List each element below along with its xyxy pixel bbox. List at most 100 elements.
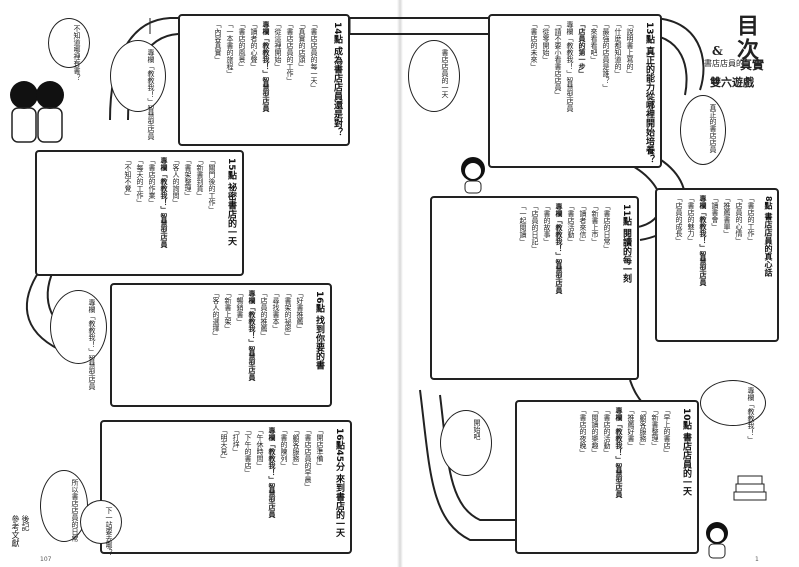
toc-entry: 「店員的第一步」 <box>578 21 586 77</box>
toc-entry: 「讀書會」 <box>711 195 719 230</box>
chapter-panel-10: 10點 書店店員的一天 「早上的書店」 「新書整理」 「顧客服務」 「推薦好書」… <box>515 400 699 554</box>
toc-entry: 「尋找書本」 <box>272 290 280 332</box>
toc-entry: 「書店的日常」 <box>603 203 611 252</box>
toc-entry: 「從零開始」 <box>542 21 550 63</box>
toc-entry: 「書店的作業」 <box>148 157 156 206</box>
toc-entry: 「推薦好書」 <box>627 407 635 449</box>
toc-entry: 「顧客服務」 <box>639 407 647 449</box>
toc-entry: 「不知不覺」 <box>124 157 132 199</box>
toc-entry: 「請不要小看書店店員」 <box>554 21 562 98</box>
book-spine <box>397 0 403 567</box>
chapter-panel-8: 8點 書店店員的真心話 「書店的工作」 「店員的心情」 「推薦書單」 「讀書會」… <box>655 188 779 342</box>
toc-entry: 「一本書的旅程」 <box>226 21 234 77</box>
toc-entry: 「明天見」 <box>220 427 228 462</box>
toc-entry: 「書架的祕密」 <box>284 290 292 339</box>
toc-entry: 「內容真實」 <box>214 21 222 63</box>
toc-entry: 「閱讀的樂趣」 <box>591 407 599 456</box>
page-number-left: 107 <box>40 556 52 563</box>
toc-entry: 「書店的活動」 <box>603 407 611 456</box>
toc-title: 目次 <box>733 14 759 62</box>
toc-entry: 「開店準備」 <box>316 427 324 469</box>
panel-title: 11點 閱讀的每一刻 <box>621 204 631 283</box>
toc-entry: 「書店的夜晚」 <box>579 407 587 456</box>
toc-entry: 「早上的書店」 <box>663 407 671 456</box>
toc-entry: 「客人的選擇」 <box>212 290 220 339</box>
toc-entry: 專欄「教教我！」智慧型店員 <box>248 290 256 381</box>
toc-entry: 「下午的書店」 <box>244 427 252 476</box>
speech-bubble: 開始吧 <box>440 410 492 476</box>
toc-entry: 「每天的工作」 <box>136 157 144 206</box>
toc-entry: 「書的故事」 <box>543 203 551 245</box>
panel-title: 16點45分 來到書店的一天 <box>334 428 344 538</box>
toc-entry: 「書架整理」 <box>184 157 192 199</box>
toc-entry: 專欄「教教我！」智慧型店員 <box>615 407 623 498</box>
speech-bubble: 所以書店店員的日常 <box>40 470 88 542</box>
toc-entry: 「書店的魅力」 <box>687 195 695 244</box>
chapter-panel-15: 15點 祕密書店的一天 「關門後的工作」 「新書到貨」 「書架整理」 「客人的詢… <box>35 150 244 276</box>
books-stack-icon <box>733 475 767 501</box>
toc-entry: 「什麼都知道的」 <box>614 21 622 77</box>
toc-entry: 「最強的店員是誰？」 <box>602 21 610 91</box>
toc-entry: 「店員的日記」 <box>531 203 539 252</box>
chapter-panel-16a: 16點 找到你要的書 「好書推薦」 「書架的祕密」 「尋找書本」 「店員的推薦」… <box>110 283 332 407</box>
toc-entry: 「新書上架」 <box>224 290 232 332</box>
toc-entry: 「一起閱讀」 <box>519 203 527 245</box>
toc-entry: 「書店活動」 <box>567 203 575 245</box>
toc-entry: 「書店的未來」 <box>530 21 538 70</box>
panel-title: 8點 書店店員的真心話 <box>764 196 773 277</box>
afterword-entry: 後記 <box>21 515 30 531</box>
toc-entry: 「讀者來信」 <box>579 203 587 245</box>
toc-entry: 「真實的店頭」 <box>298 21 306 70</box>
toc-entry: 「顧客服務」 <box>292 427 300 469</box>
references-entry: 參考文獻 <box>11 515 20 547</box>
page-number-right: 1 <box>755 556 759 563</box>
toc-entry: 「新書到貨」 <box>196 157 204 199</box>
toc-entry: 專欄「教教我！」智慧型店員 <box>555 203 563 294</box>
chapter-panel-13: 13點 真正的能力從哪裡開始培養？ 「說明書上寫的」 「什麼都知道的」 「最強的… <box>488 14 662 168</box>
panel-title: 16點 找到你要的書 <box>314 291 324 370</box>
chapter-panel-14: 14點 成為書店店員還是對？ 「書店店員的每一天」 「真實的店頭」 「書店店員的… <box>178 14 350 146</box>
toc-entry: 專欄「教教我！」智慧型店員 <box>268 427 276 518</box>
toc-entry: 「暢銷書」 <box>236 290 244 325</box>
toc-entry: 「書店店員的早晨」 <box>304 427 312 490</box>
toc-entry: 「書店的工作」 <box>747 195 755 244</box>
chapter-panel-16b: 16點45分 來到書店的一天 「開店準備」 「書店店員的早晨」 「顧客服務」 「… <box>100 420 352 554</box>
speech-bubble: 下一站要去哪？ <box>80 500 122 556</box>
girl-character-icon <box>706 522 728 559</box>
girl-character-icon <box>461 157 485 194</box>
toc-entry: 「推薦書單」 <box>723 195 731 237</box>
toc-entry: 「客人的詢問」 <box>172 157 180 206</box>
panel-title: 13點 真正的能力從哪裡開始培養？ <box>644 22 654 164</box>
speech-bubble: 書店店員的一天 <box>408 40 460 112</box>
panel-title: 10點 書店店員的一天 <box>681 408 691 496</box>
toc-entry: 「店員的推薦」 <box>260 290 268 339</box>
toc-amp: & <box>712 44 723 58</box>
toc-entry: 「書店店員的每一天」 <box>310 21 318 91</box>
toc-entry: 「來看看吧」 <box>590 21 598 63</box>
chapter-panel-11: 11點 閱讀的每一刻 「書店的日常」 「新書上市」 「讀者來信」 「書店活動」 … <box>430 196 639 380</box>
toc-entry: 專欄「教教我！」智慧型店員 <box>566 21 574 112</box>
twin-characters-icon <box>10 81 64 143</box>
toc-entry: 專欄「教教我！」智慧型店員 <box>160 157 168 248</box>
toc-entry: 「書的陳列」 <box>280 427 288 469</box>
toc-emph: 真實 <box>740 58 765 72</box>
toc-entry: 「店員的成長」 <box>675 195 683 244</box>
panel-title: 15點 祕密書店的一天 <box>226 158 236 246</box>
toc-entry: 「新書整理」 <box>651 407 659 449</box>
toc-entry: 「新書上市」 <box>591 203 599 245</box>
toc-entry: 專欄「教教我！」智慧型店員 <box>699 195 707 286</box>
toc-entry: 專欄「教教我！」智慧型店員 <box>262 21 270 112</box>
column-bubble: 專欄「教教我！」 <box>700 380 766 443</box>
toc-entry: 「讀者的心聲」 <box>250 21 258 70</box>
toc-entry: 「說明書上寫的」 <box>626 21 634 77</box>
toc-entry: 「書店的風景」 <box>238 21 246 70</box>
column-bubble: 專欄「教教我！」智慧型店員 <box>110 40 166 140</box>
toc-entry: 「好書推薦」 <box>296 290 304 332</box>
toc-entry: 「打烊」 <box>232 427 240 455</box>
speech-bubble: 不知道哪裡有書？ <box>48 18 90 81</box>
toc-subtitle2: 雙六遊戲 <box>710 76 754 89</box>
speech-bubble: 真正的書店店員 <box>680 95 726 165</box>
toc-entry: 「店員的心情」 <box>735 195 743 244</box>
toc-entry: 「從這裡開始」 <box>274 21 282 70</box>
